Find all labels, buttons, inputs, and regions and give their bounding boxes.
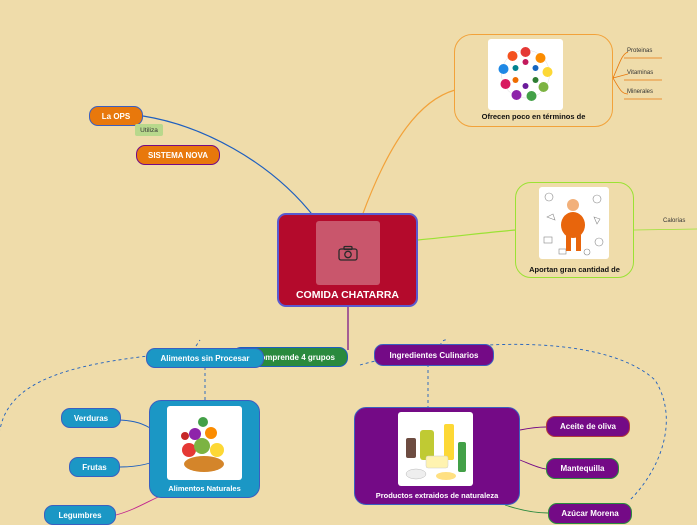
item-calorias[interactable]: Calorías [663,218,686,224]
central-image-placeholder [315,221,380,285]
dashed-loop-right [359,343,667,501]
item-proteinas[interactable]: Proteinas [627,48,653,54]
frutas-node[interactable]: Frutas [69,457,120,477]
alimentos-naturales-caption: Alimentos Naturales [168,484,241,493]
kitchen-ingredients-illustration [405,424,466,480]
link-midright-calorias [633,228,697,231]
link-aceite [519,426,547,431]
mantequilla-node[interactable]: Mantequilla [546,458,619,479]
central-title: COMIDA CHATARRA [295,289,400,301]
verduras-node[interactable]: Verduras [61,408,121,428]
sistema-nova-node[interactable]: SISTEMA NOVA [136,145,220,165]
utiliza-label: Utiliza [135,124,163,136]
calories-caption: Aportan gran cantidad de [529,265,620,274]
calories-image [539,187,609,259]
link-central-ops [142,115,316,219]
comprende-grupos-label: Comprende 4 grupos [254,352,335,362]
alimentos-sin-procesar-node[interactable]: Alimentos sin Procesar [146,348,264,368]
item-vitaminas[interactable]: Vitaminas [627,70,654,76]
ingredientes-culinarios-node[interactable]: Ingredientes Culinarios [374,344,494,366]
nutrients-image [488,39,563,110]
central-node[interactable]: COMIDA CHATARRA [277,213,418,307]
dashed-loop [0,349,206,431]
nutrients-caption: Ofrecen poco en términos de [481,112,586,121]
aceite-oliva-node[interactable]: Aceite de oliva [546,416,630,437]
ops-node[interactable]: La OPS [89,106,143,126]
productos-naturaleza-image [398,412,473,486]
fruit-basket-illustration [181,417,224,472]
legumbres-node[interactable]: Legumbres [44,505,116,525]
item-minerales[interactable]: Minerales [627,89,654,95]
productos-naturaleza-caption: Productos extraidos de naturaleza [375,491,499,500]
link-central-topright [361,89,456,217]
link-central-midright [417,229,517,241]
junk-food-woman-illustration [543,192,604,256]
vitamin-wheel-illustration [498,47,553,101]
link-frutas [119,462,151,468]
camera-icon [337,245,358,261]
link-topright-items [612,51,629,95]
link-azucar [504,504,549,514]
link-mantequilla [519,459,547,470]
alimentos-naturales-image [167,406,242,480]
dashed-small [195,339,201,347]
azucar-morena-node[interactable]: Azúcar Morena [548,503,632,524]
